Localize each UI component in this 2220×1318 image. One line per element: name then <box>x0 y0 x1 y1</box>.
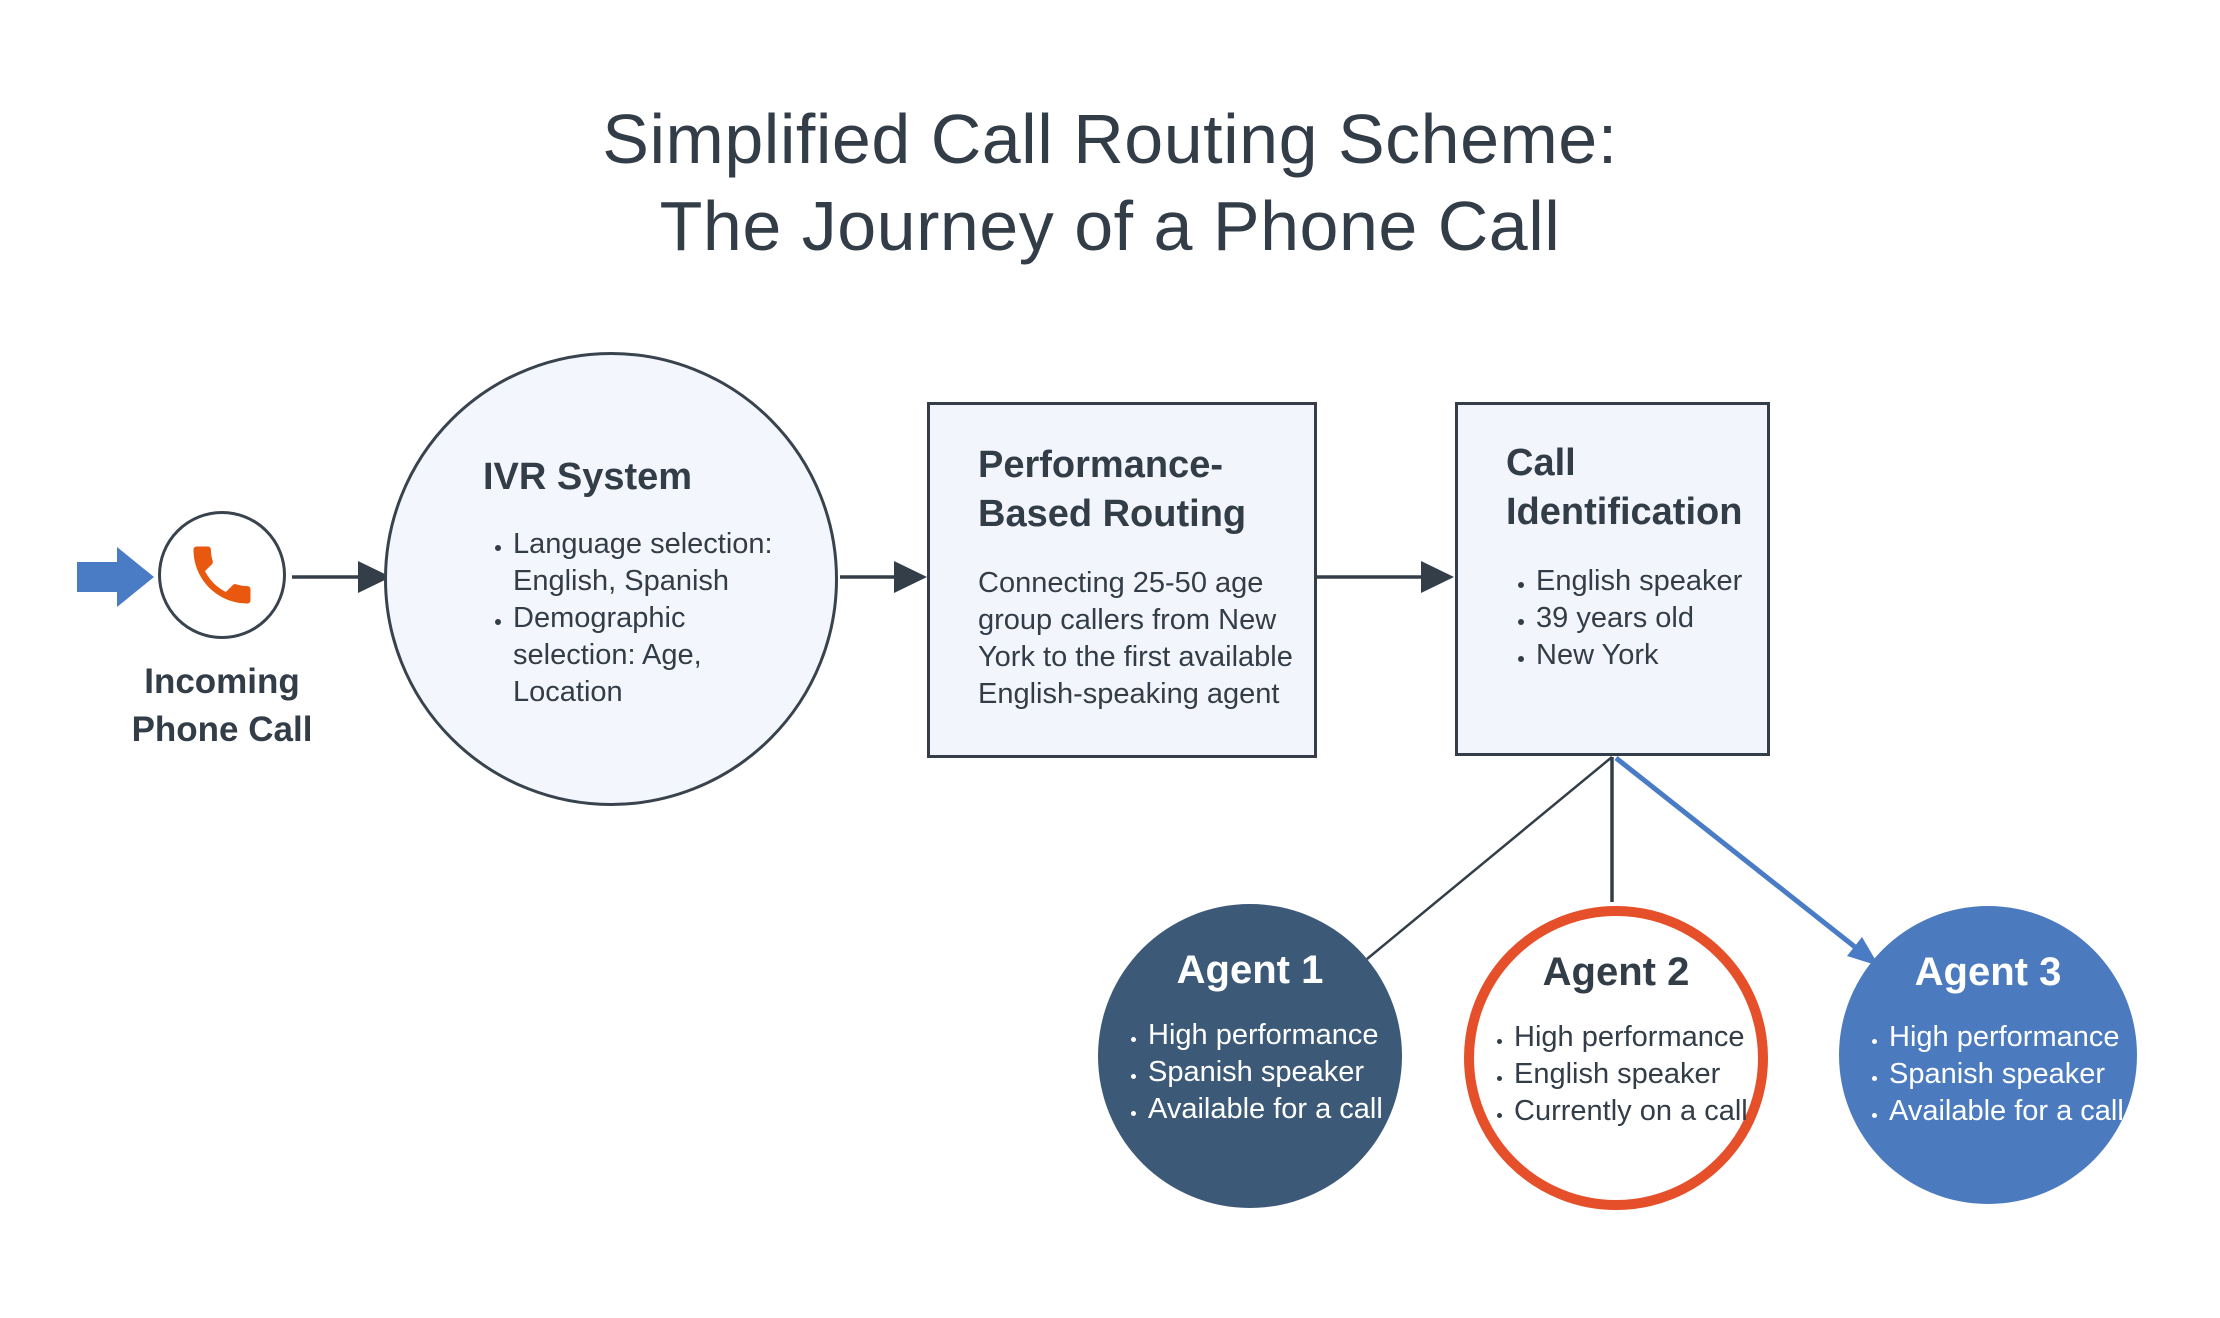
agent-1-bullet: Available for a call <box>1148 1091 1404 1128</box>
incoming-arrow-icon <box>77 547 154 607</box>
ivr-system-bullets: Language selection: English, SpanishDemo… <box>483 526 775 711</box>
connector-phone-to-ivr <box>292 561 391 593</box>
agent-1-bullet: High performance <box>1148 1017 1404 1054</box>
call-identification-title: Call Identification <box>1506 442 1743 533</box>
agent-2-title: Agent 2 <box>1542 950 1690 994</box>
connector-performance-to-call-id <box>1317 561 1454 593</box>
phone-icon <box>193 546 251 604</box>
ivr-system-title: IVR System <box>483 456 693 498</box>
performance-routing-node: Performance-Based Routing Connecting 25-… <box>927 402 1317 758</box>
performance-routing-title: Performance-Based Routing <box>978 444 1247 535</box>
link-call-id-to-agent-1 <box>1366 756 1613 960</box>
agent-3-node: Agent 3 High performanceSpanish speakerA… <box>1839 906 2137 1204</box>
incoming-call-label: Incoming Phone Call <box>131 662 313 749</box>
ivr-system-node: IVR System Language selection: English, … <box>384 352 838 806</box>
connector-ivr-to-performance <box>840 561 927 593</box>
agent-1-bullets: High performanceSpanish speakerAvailable… <box>1118 1017 1404 1128</box>
performance-routing-description: Connecting 25-50 age group callers from … <box>978 567 1293 710</box>
agent-3-bullet: Spanish speaker <box>1889 1056 2145 1093</box>
agent-3-bullets: High performanceSpanish speakerAvailable… <box>1859 1019 2145 1130</box>
link-call-id-to-agent-3 <box>1614 756 1879 966</box>
agent-1-bullet: Spanish speaker <box>1148 1054 1404 1091</box>
agent-2-bullets: High performanceEnglish speakerCurrently… <box>1484 1019 1770 1130</box>
page-title-line-1: Simplified Call Routing Scheme: <box>602 100 1618 178</box>
agent-2-node: Agent 2 High performanceEnglish speakerC… <box>1464 906 1768 1210</box>
ivr-bullet: Language selection: English, Spanish <box>513 526 775 600</box>
call-identification-bullet: English speaker <box>1536 563 1766 600</box>
call-identification-bullet: New York <box>1536 637 1766 674</box>
page-title-line-2: The Journey of a Phone Call <box>659 187 1561 265</box>
agent-2-bullet: English speaker <box>1514 1056 1770 1093</box>
agent-3-bullet: High performance <box>1889 1019 2145 1056</box>
page-title: Simplified Call Routing Scheme: The Jour… <box>0 96 2220 270</box>
agent-3-bullet: Available for a call <box>1889 1093 2145 1130</box>
call-identification-bullet: 39 years old <box>1536 600 1766 637</box>
agent-1-node: Agent 1 High performanceSpanish speakerA… <box>1098 904 1402 1208</box>
call-identification-node: Call Identification English speaker39 ye… <box>1455 402 1770 756</box>
incoming-call-node <box>158 511 286 639</box>
agent-1-title: Agent 1 <box>1176 948 1324 992</box>
agent-3-title: Agent 3 <box>1914 950 2062 994</box>
agent-2-bullet: High performance <box>1514 1019 1770 1056</box>
call-identification-bullets: English speaker39 years oldNew York <box>1506 563 1766 674</box>
ivr-bullet: Demographic selection: Age, Location <box>513 600 775 711</box>
agent-2-bullet: Currently on a call <box>1514 1093 1770 1130</box>
ivr-system-body: IVR System Language selection: English, … <box>483 453 775 711</box>
